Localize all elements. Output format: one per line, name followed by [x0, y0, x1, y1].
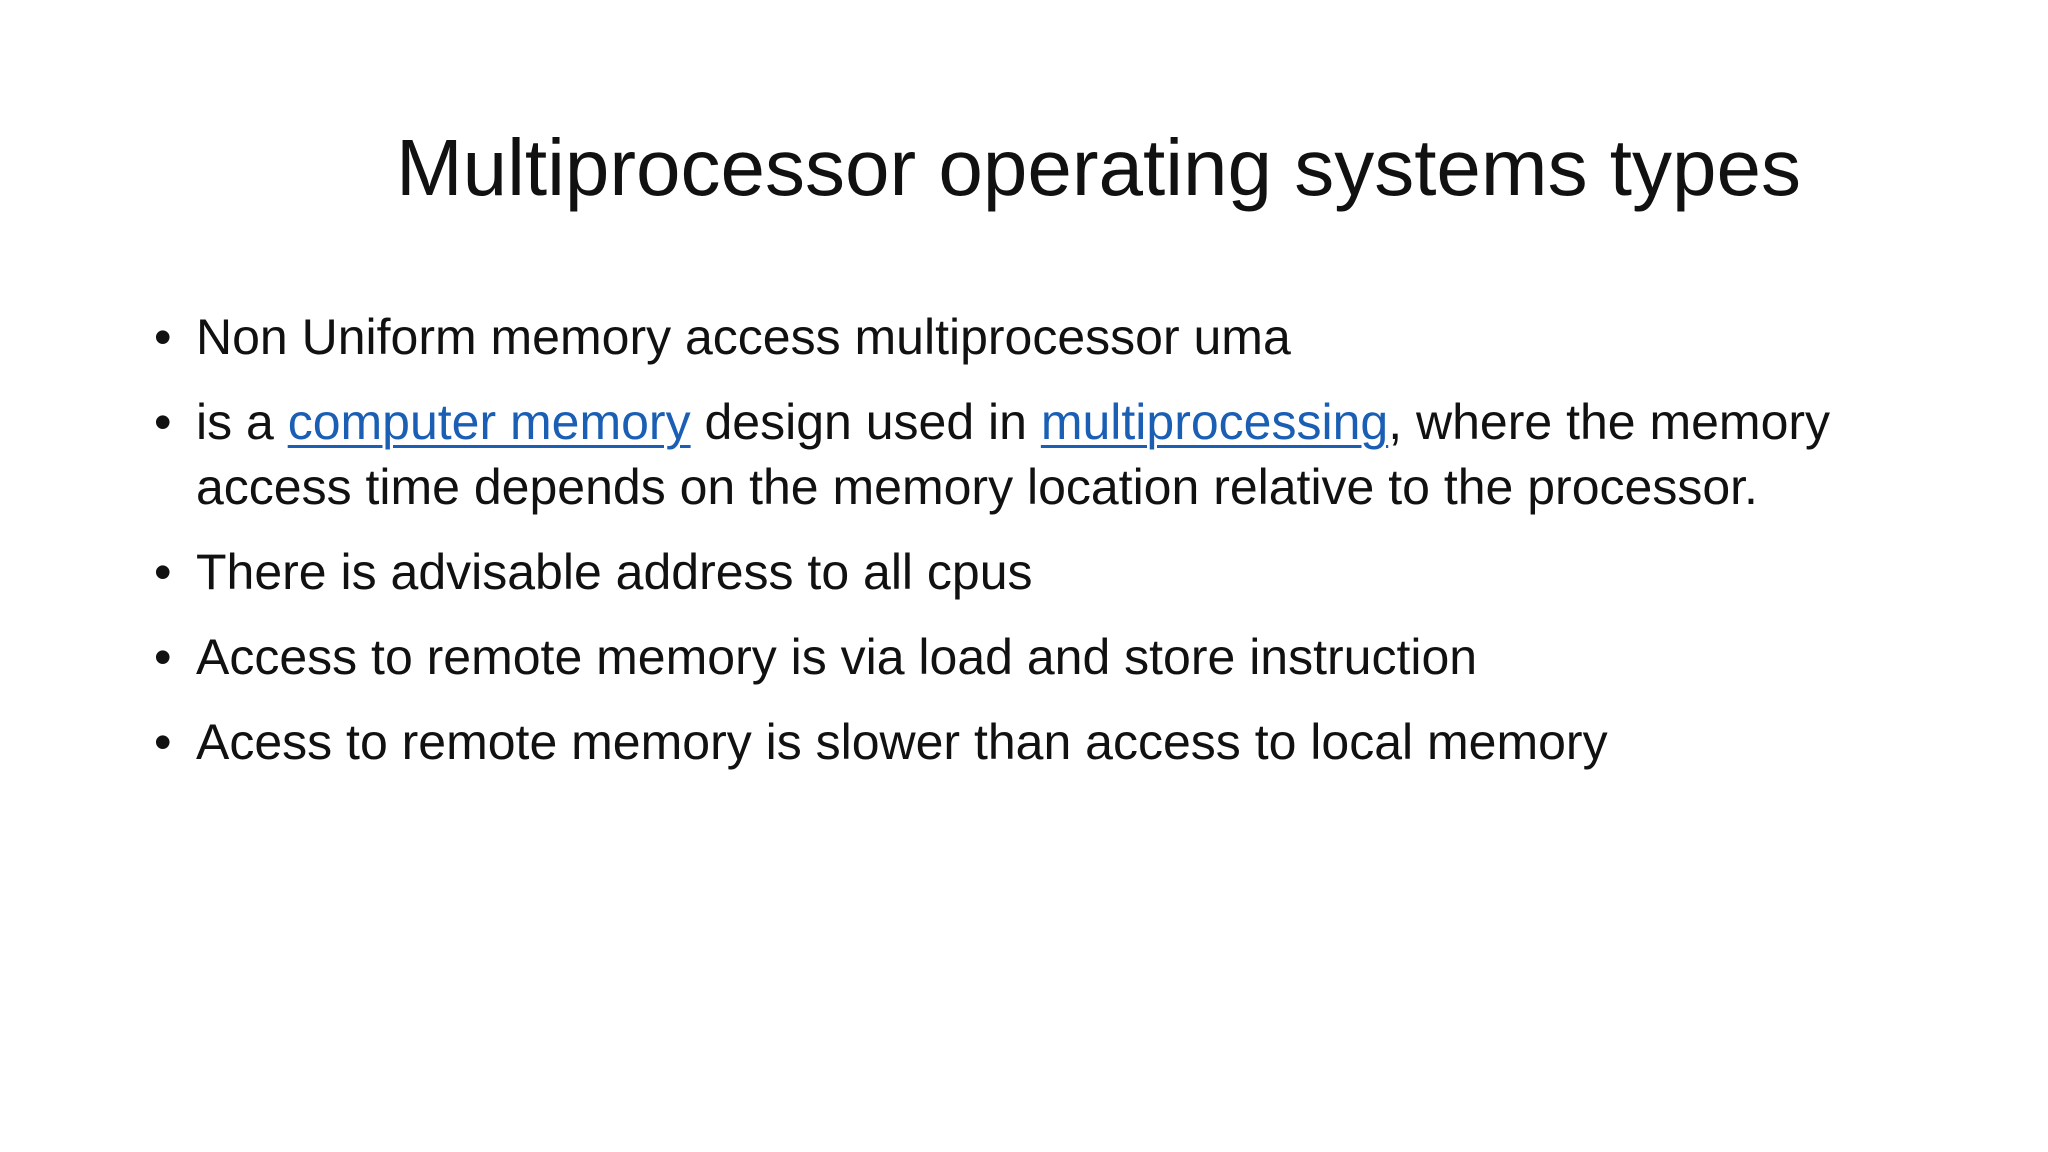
- bullet-icon: •: [154, 309, 172, 365]
- bullet-text: Access to remote memory is via load and …: [196, 629, 1478, 685]
- bullet-list: • Non Uniform memory access multiprocess…: [154, 305, 1914, 795]
- slide-title: Multiprocessor operating systems types: [396, 123, 1801, 212]
- bullet-icon: •: [154, 544, 172, 600]
- bullet-text: Non Uniform memory access multiprocessor…: [196, 309, 1291, 365]
- list-item: • is a computer memory design used in mu…: [154, 390, 1914, 520]
- bullet-icon: •: [154, 714, 172, 770]
- bullet-text: Acess to remote memory is slower than ac…: [196, 714, 1608, 770]
- bullet-icon: •: [154, 394, 172, 450]
- list-item: • There is advisable address to all cpus: [154, 540, 1914, 605]
- list-item: • Acess to remote memory is slower than …: [154, 710, 1914, 775]
- list-item: • Non Uniform memory access multiprocess…: [154, 305, 1914, 370]
- list-item: • Access to remote memory is via load an…: [154, 625, 1914, 690]
- bullet-text-suffix: , where the memory access time depends o…: [196, 394, 1831, 515]
- bullet-text-middle: design used in: [690, 394, 1041, 450]
- bullet-icon: •: [154, 629, 172, 685]
- bullet-text: There is advisable address to all cpus: [196, 544, 1033, 600]
- multiprocessing-link[interactable]: multiprocessing: [1040, 394, 1389, 450]
- bullet-text-prefix: is a: [196, 394, 288, 450]
- computer-memory-link[interactable]: computer memory: [287, 394, 691, 450]
